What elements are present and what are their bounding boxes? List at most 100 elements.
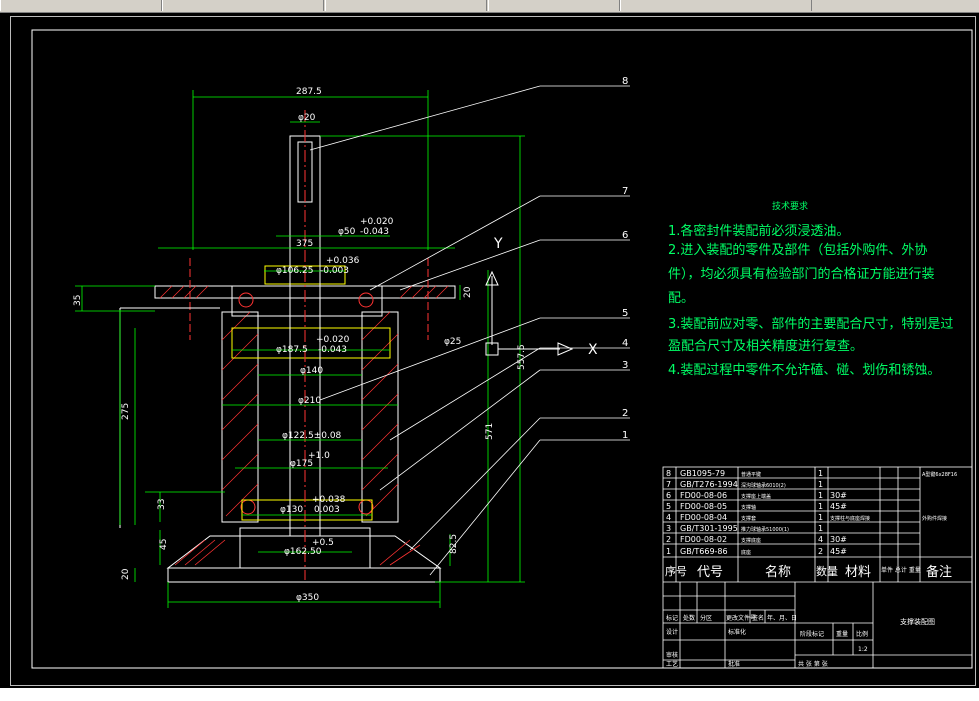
upper-housing	[231, 285, 383, 317]
toolbar-segment[interactable]	[488, 0, 620, 11]
dim-tol-2-lower: -0.003	[320, 266, 349, 276]
dim-82: 82.5	[449, 534, 459, 554]
dim-350: φ350	[296, 593, 319, 603]
dim-20: 20	[463, 286, 473, 298]
svg-text:支撑底座: 支撑底座	[741, 537, 761, 544]
dim-210: φ210	[298, 396, 321, 406]
svg-text:序号: 序号	[665, 564, 687, 578]
svg-text:1: 1	[818, 469, 823, 478]
svg-text:1:2: 1:2	[858, 646, 868, 653]
svg-text:X: X	[588, 342, 598, 358]
dim-tol-2-upper: +0.036	[326, 256, 360, 266]
svg-text:重量: 重量	[836, 630, 848, 638]
svg-text:标记: 标记	[666, 614, 678, 622]
dim-tol-3-upper: +0.020	[316, 335, 350, 345]
svg-text:FD00-08-04: FD00-08-04	[680, 513, 727, 522]
balloon-6: 6	[622, 230, 628, 241]
app-toolbar-strip	[0, 0, 979, 13]
svg-text:3: 3	[666, 524, 671, 533]
dim-122: φ122.5±0.08	[282, 431, 342, 441]
notes-line-1: 1.各密封件装配前必须浸透油。	[668, 223, 849, 239]
bearing-left-bottom	[240, 499, 256, 515]
svg-text:5: 5	[666, 502, 671, 511]
bom-rows: 8 GB1095-79 普通平键 1 A型键6x28F16 7 GB/T276-…	[666, 469, 957, 556]
svg-text:GB/T669-86: GB/T669-86	[680, 547, 728, 556]
base-plate	[167, 567, 441, 583]
dim-130: φ130	[280, 505, 303, 515]
svg-text:1: 1	[818, 491, 823, 500]
svg-text:1: 1	[818, 513, 823, 522]
svg-text:1: 1	[666, 547, 671, 556]
drawing-frame-outer	[10, 16, 976, 686]
notes-line-5: 3.装配前应对零、部件的主要配合尺寸，特别是过	[668, 316, 953, 332]
toolbar-segment[interactable]	[325, 0, 487, 11]
dim-height-35: 35	[73, 295, 83, 306]
dim-tol-4-lower: 0.003	[314, 505, 340, 515]
dim-571: 571	[485, 423, 495, 440]
dim-tol-1-upper: +0.020	[360, 217, 394, 227]
svg-text:审核: 审核	[666, 651, 678, 659]
notes-line-6: 盈配合尺寸及相关精度进行复查。	[668, 338, 863, 354]
svg-text:FD00-08-05: FD00-08-05	[680, 502, 727, 511]
balloon-2: 2	[622, 408, 628, 419]
svg-text:1: 1	[818, 524, 823, 533]
drawing-title: 支撑装配图	[900, 617, 935, 626]
svg-text:支撑座上端盖: 支撑座上端盖	[741, 493, 771, 500]
base-boss	[239, 527, 371, 569]
bearing-right-top	[358, 292, 374, 308]
sleeve-left-wall	[221, 311, 259, 523]
svg-text:材料: 材料	[845, 565, 871, 580]
svg-text:4: 4	[818, 535, 823, 544]
balloon-leaders	[309, 85, 630, 576]
svg-text:GB/T301-1995: GB/T301-1995	[680, 524, 738, 533]
dim-height-33: 33	[157, 499, 167, 510]
svg-text:普通平键: 普通平键	[741, 471, 761, 478]
toolbar-segment[interactable]	[162, 0, 324, 11]
balloon-1: 1	[622, 430, 628, 441]
dim-tol-1-lower: -0.043	[360, 227, 389, 237]
toolbar-segment[interactable]	[620, 0, 812, 11]
notes-title: 技术要求	[772, 200, 808, 212]
svg-text:支撑套: 支撑套	[741, 515, 756, 522]
lower-bushing	[241, 499, 373, 521]
svg-text:1: 1	[818, 502, 823, 511]
dim-height-20: 20	[121, 568, 131, 580]
svg-text:处数: 处数	[683, 614, 695, 622]
dimension-lines	[75, 90, 525, 608]
notes-line-3: 件），均必须具有检验部门的合格证方能进行装	[668, 266, 935, 282]
dim-height-45: 45	[159, 539, 169, 550]
svg-text:7: 7	[666, 480, 671, 489]
svg-text:工艺: 工艺	[666, 660, 678, 668]
dim-plus-1: +1.0	[308, 451, 330, 461]
title-block: 标记 处数 分区 更改文件号 签名 年、月、日 设计 标准化 阶段标记 重量 比…	[666, 614, 935, 668]
svg-text:GB1095-79: GB1095-79	[680, 469, 725, 478]
bearing-left-top	[238, 292, 254, 308]
svg-text:1: 1	[818, 480, 823, 489]
svg-text:支撑柱与底座焊接: 支撑柱与底座焊接	[830, 515, 870, 522]
view-arrow	[485, 270, 574, 356]
svg-text:8: 8	[666, 469, 671, 478]
notes-line-2: 2.进入装配的零件及部件（包括外购件、外协	[668, 242, 927, 258]
dimension-texts: 287.5 φ20 +0.020 φ50 -0.043 375 +0.036 φ…	[73, 87, 527, 603]
dim-375: 375	[296, 239, 313, 249]
dim-140: φ140	[300, 366, 323, 376]
svg-text:FD00-08-02: FD00-08-02	[680, 535, 727, 544]
notes-line-4: 配。	[668, 291, 694, 306]
dim-tol-4-upper: +0.038	[312, 495, 346, 505]
svg-text:更改文件号: 更改文件号	[726, 614, 756, 622]
toolbar-segment[interactable]	[0, 0, 162, 11]
balloon-labels: 8 7 6 5 4 3 2 1	[622, 76, 628, 441]
svg-text:设计: 设计	[666, 628, 678, 636]
svg-text:名称: 名称	[765, 564, 791, 580]
dim-557: 557.5	[517, 344, 527, 370]
svg-text:FD00-08-06: FD00-08-06	[680, 491, 727, 500]
svg-text:深沟球轴承6010(2): 深沟球轴承6010(2)	[741, 482, 786, 489]
dim-top-width: 287.5	[296, 87, 322, 97]
svg-text:分区: 分区	[700, 614, 712, 622]
dim-tol-3-lower: -0.043	[318, 345, 347, 355]
inner-bushing	[231, 327, 391, 359]
svg-text:年、月、日: 年、月、日	[767, 614, 797, 622]
svg-text:共 张 第 张: 共 张 第 张	[798, 660, 828, 668]
dim-187: φ187.5	[276, 345, 308, 355]
